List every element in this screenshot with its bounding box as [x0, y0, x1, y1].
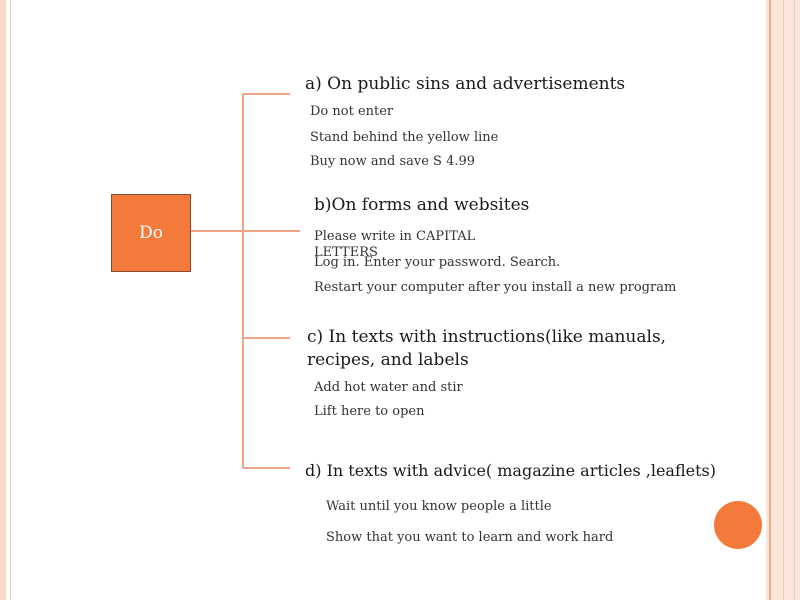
- section-b-item: Please write in CAPITAL LETTERS: [314, 229, 476, 260]
- section-c-heading: c) In texts with instructions(like manua…: [307, 327, 667, 370]
- root-node: Do: [111, 194, 191, 272]
- section-b-item: Log in. Enter your password. Search.: [314, 255, 561, 270]
- section-d-item: Wait until you know people a little: [326, 499, 552, 514]
- section-a-item: Stand behind the yellow line: [310, 130, 499, 145]
- section-b-heading: b)On forms and websites: [314, 195, 530, 215]
- left-border-line: [10, 0, 11, 600]
- decorative-circle: [714, 501, 762, 549]
- section-d-heading: d) In texts with advice( magazine articl…: [305, 461, 716, 480]
- section-d-item: Show that you want to learn and work har…: [326, 530, 614, 545]
- right-border-line: [783, 0, 784, 600]
- right-border-line: [769, 0, 771, 600]
- section-c-item: Lift here to open: [314, 404, 425, 419]
- section-b-item: Restart your computer after you install …: [314, 280, 677, 295]
- section-a-item: Buy now and save S 4.99: [310, 154, 476, 169]
- section-a-heading: a) On public sins and advertisements: [305, 74, 626, 94]
- left-border-band: [0, 0, 6, 600]
- root-node-label: Do: [139, 223, 163, 243]
- section-a-item: Do not enter: [310, 104, 394, 119]
- right-border-line: [794, 0, 795, 600]
- section-c-item: Add hot water and stir: [314, 380, 463, 395]
